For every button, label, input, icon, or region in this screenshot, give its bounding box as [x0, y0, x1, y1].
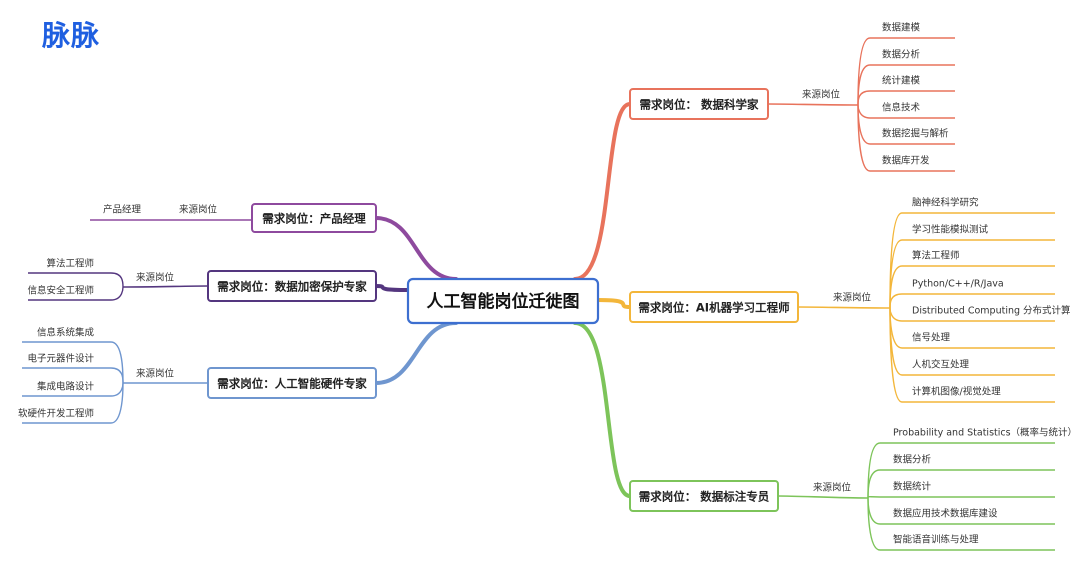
branch-title: 需求岗位： 数据科学家: [639, 98, 759, 112]
leaf-connector: [110, 286, 124, 301]
leaf-item: 人机交互处理: [912, 359, 970, 371]
source-label: 来源岗位: [136, 368, 175, 380]
leaf-item: 脑神经科学研究: [912, 197, 979, 209]
leaf-connector: [857, 64, 871, 106]
source-label: 来源岗位: [813, 482, 852, 494]
leaf-item: 电子元器件设计: [27, 353, 94, 365]
leaf-connector: [110, 382, 124, 397]
source-label: 来源岗位: [802, 89, 841, 101]
leaf-item: 数据库开发: [882, 155, 930, 167]
branch-connector: [374, 321, 458, 385]
leaf-connector: [110, 367, 124, 384]
leaf-item: 数据应用技术数据库建设: [893, 508, 998, 520]
leaf-connector: [857, 104, 871, 119]
leaf-connector: [889, 307, 903, 403]
leaf-connector: [857, 104, 871, 172]
branch-title: 需求岗位： 数据标注专员: [639, 490, 770, 504]
leaf-item: 算法工程师: [912, 250, 960, 262]
leaf-connector: [867, 495, 881, 499]
source-connector: [767, 103, 859, 106]
leaf-item: 数据分析: [882, 49, 921, 61]
branch-connector: [374, 284, 410, 292]
leaf-item: 数据统计: [893, 481, 932, 493]
source-label: 来源岗位: [136, 272, 175, 284]
leaf-item: 信息安全工程师: [27, 285, 94, 297]
branch-title: 需求岗位：产品经理: [262, 212, 366, 226]
leaf-connector: [889, 293, 903, 309]
leaf-item: Distributed Computing 分布式计算: [912, 305, 1071, 317]
leaf-item: 信息技术: [882, 102, 921, 114]
leaf-item: 算法工程师: [46, 258, 94, 270]
leaf-item: 计算机图像/视觉处理: [912, 386, 1001, 398]
leaf-item: 统计建模: [882, 75, 921, 87]
branch-connector: [573, 102, 632, 281]
branch-connector: [374, 216, 458, 281]
branch-title: 需求岗位：AI机器学习工程师: [638, 301, 790, 315]
leaf-item: 数据挖掘与解析: [882, 128, 949, 140]
leaf-connector: [889, 307, 903, 322]
leaf-item: 数据分析: [893, 454, 932, 466]
leaf-connector: [867, 469, 881, 499]
source-label: 来源岗位: [833, 292, 872, 304]
leaf-connector: [857, 90, 871, 106]
leaf-item: 智能语音训练与处理: [893, 534, 979, 546]
leaf-connector: [867, 497, 881, 551]
branch-box: [251, 203, 377, 233]
leaf-item: 信息系统集成: [37, 327, 95, 339]
source-connector: [777, 495, 869, 499]
branch-title: 需求岗位：数据加密保护专家: [217, 280, 367, 294]
branch-connector: [596, 298, 632, 309]
source-connector: [122, 285, 209, 288]
leaf-item: 数据建模: [882, 22, 921, 34]
leaf-connector: [110, 382, 124, 424]
logo: 脉脉: [42, 19, 100, 52]
leaf-item: 产品经理: [103, 204, 142, 216]
leaf-item: 信号处理: [912, 332, 951, 344]
center-node: [406, 277, 600, 325]
leaf-item: 学习性能模拟测试: [912, 224, 989, 236]
leaf-connector: [867, 497, 881, 525]
center-title: 人工智能岗位迁徙图: [427, 291, 580, 312]
branch-title: 需求岗位：人工智能硬件专家: [217, 377, 367, 391]
leaf-item: Python/C++/R/Java: [912, 279, 1004, 290]
leaf-connector: [110, 341, 124, 384]
branch-connector: [573, 321, 632, 498]
source-connector: [797, 306, 891, 309]
source-label: 来源岗位: [179, 204, 218, 216]
leaf-item: Probability and Statistics（概率与统计）: [893, 427, 1077, 439]
leaf-connector: [110, 272, 124, 288]
leaf-item: 软硬件开发工程师: [18, 408, 94, 420]
leaf-item: 集成电路设计: [37, 381, 95, 393]
